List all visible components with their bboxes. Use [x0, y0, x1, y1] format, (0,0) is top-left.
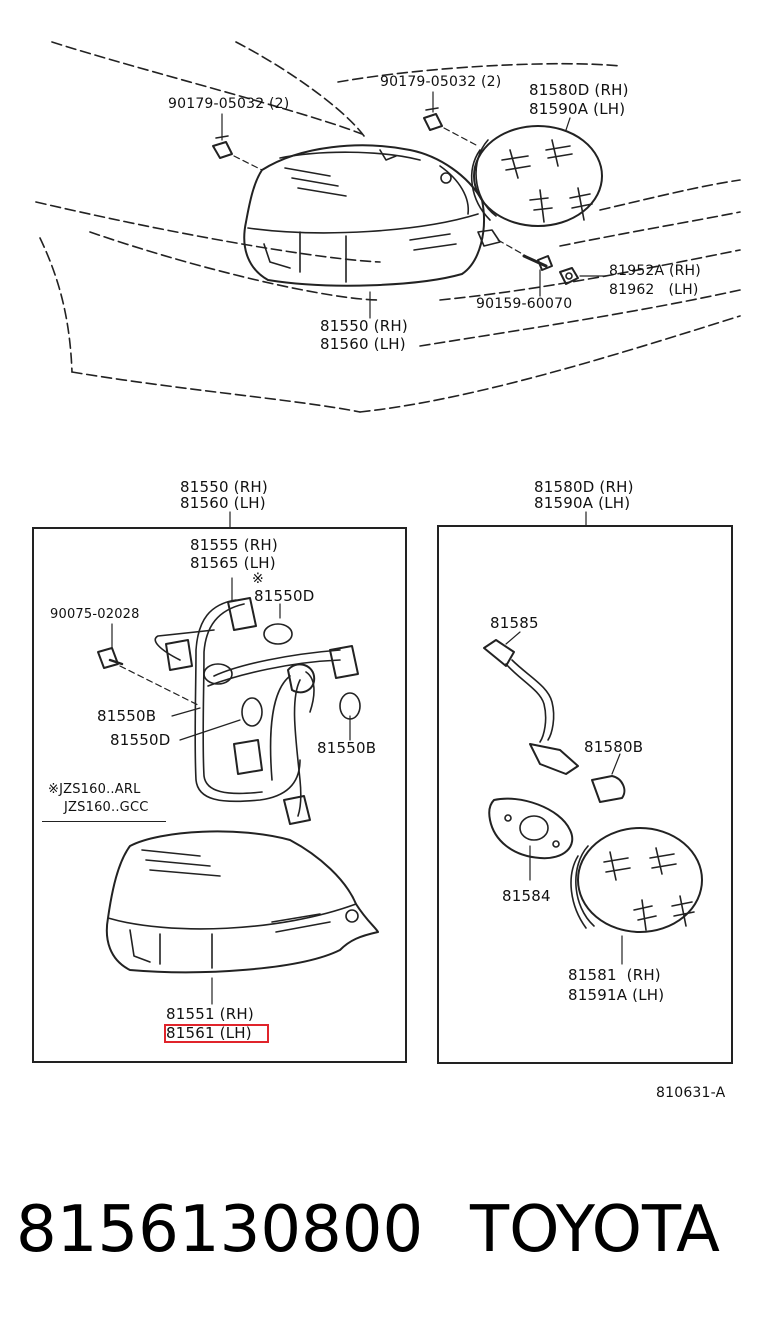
note-line-2: JZS160..GCC: [64, 800, 149, 815]
left-box-leaders: [111, 511, 351, 1005]
bulbs-left-box: [203, 623, 361, 727]
label-clip-left: 90179-05032 (2): [168, 96, 290, 112]
footer-brand: TOYOTA: [470, 1193, 720, 1267]
label-gasket-81584: 81584: [502, 887, 551, 905]
label-bulb-81580b: 81580B: [584, 738, 644, 756]
note-rule: [42, 821, 166, 822]
right-box-leaders: [505, 511, 623, 965]
clip-right-icon: [423, 107, 443, 131]
bulb-81580B-icon: [591, 775, 626, 803]
label-bulb-d-left: 81550D: [110, 731, 171, 749]
label-lens-rh: 81551 (RH): [166, 1005, 254, 1023]
label-lens-81581-rh: 81581 (RH): [568, 966, 661, 984]
right-box-frame: [437, 525, 733, 1064]
gasket-81584-icon: [488, 797, 574, 860]
label-nut-lh: 81962 (LH): [609, 282, 699, 298]
label-main-lh: 81560 (LH): [320, 335, 406, 353]
label-socket-rh: 81555 (RH): [190, 536, 278, 554]
label-bulb-top: 81550D: [254, 587, 315, 605]
nut-icon: [559, 267, 579, 285]
label-lens-lh: 81561 (LH): [166, 1024, 252, 1042]
label-main-rh: 81550 (RH): [320, 317, 408, 335]
vehicle-body-outline: [35, 41, 741, 413]
label-nut-rh: 81952A (RH): [609, 263, 701, 279]
bolt-icon: [522, 254, 553, 271]
wiring-harness: [154, 599, 341, 817]
label-bolt: 90159-60070: [476, 296, 573, 312]
highlight-box: [164, 1024, 269, 1043]
label-lens-81591a-lh: 81591A (LH): [568, 986, 665, 1004]
label-socket-lh: 81565 (LH): [190, 554, 276, 572]
right-box-title-rh: 81580D (RH): [534, 478, 634, 496]
sockets-left-box: [165, 597, 359, 825]
label-socket-81585: 81585: [490, 614, 539, 632]
label-bulb-b-left: 81550B: [97, 707, 157, 725]
left-box-title-lh: 81560 (LH): [180, 494, 266, 512]
label-screw: 90075-02028: [50, 607, 140, 622]
lens-left-box: [105, 830, 379, 974]
label-lamp-top-lh: 81590A (LH): [529, 100, 626, 118]
label-clip-right: 90179-05032 (2): [380, 74, 502, 90]
right-box-title-lh: 81590A (LH): [534, 494, 631, 512]
note-mark: ※: [252, 571, 264, 587]
left-box-title-rh: 81550 (RH): [180, 478, 268, 496]
screw-icon: [97, 647, 124, 669]
label-bulb-b-right: 81550B: [317, 739, 377, 757]
lens-81581-icon: [570, 827, 703, 933]
rear-lamp-main-top: [243, 144, 501, 287]
leader-lines-top: [221, 91, 607, 319]
socket-81585-icon: [483, 639, 579, 775]
footer-part-number: 8156130800: [16, 1193, 424, 1267]
diagram-code: 810631-A: [656, 1085, 726, 1101]
reverse-lamp-top: [470, 125, 603, 227]
label-lamp-top-rh: 81580D (RH): [529, 81, 629, 99]
left-box-frame: [32, 527, 407, 1063]
note-line-1: ※JZS160..ARL: [48, 782, 141, 797]
